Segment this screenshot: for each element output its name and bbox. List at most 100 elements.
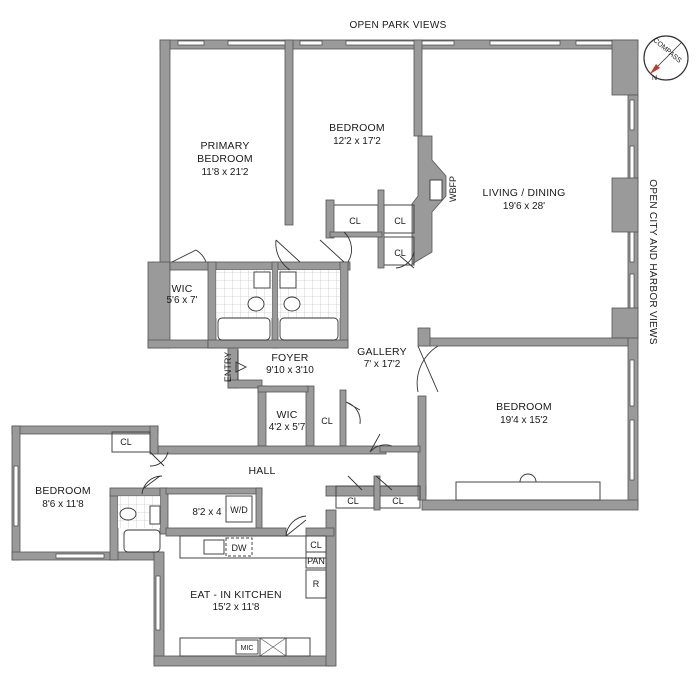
wall-kitchen-top — [305, 527, 335, 537]
wall-bath4-top — [109, 487, 167, 497]
wall-closet — [329, 231, 383, 238]
window — [629, 145, 635, 181]
wall-bed4-top — [11, 425, 159, 435]
closet-label: CL — [310, 540, 322, 550]
wall-laundry-top — [165, 487, 263, 495]
bedroom3-window-seat — [455, 473, 601, 501]
dishwasher-label: DW — [232, 543, 247, 553]
stove-burners — [259, 637, 287, 657]
sink-icon — [279, 271, 297, 289]
window — [629, 273, 635, 309]
wic-primary-dims: 5'6 x 7' — [166, 295, 197, 306]
dishwasher-box — [225, 537, 253, 557]
door-swing — [345, 401, 361, 425]
entry-label: ENTRY — [223, 352, 233, 382]
door-swing — [416, 345, 439, 393]
window — [227, 40, 289, 46]
wall-laundry-right — [255, 487, 263, 533]
wall-hall-closet-div — [373, 475, 381, 511]
window — [629, 359, 635, 407]
window — [299, 40, 323, 46]
closet-label: CL — [394, 248, 406, 258]
foyer-dims: 9'10 x 3'10 — [266, 365, 314, 376]
closet-label: CL — [347, 496, 359, 506]
wall-pier — [611, 307, 639, 339]
closet-label: CL — [349, 216, 361, 226]
view-label-right: OPEN CITY AND HARBOR VIEWS — [647, 179, 658, 344]
kitchen-counter — [179, 535, 327, 559]
bedroom3-name: BEDROOM — [496, 401, 552, 413]
window-seat — [455, 481, 601, 501]
door-swing — [141, 475, 163, 495]
wall-living-bed3 — [421, 337, 629, 347]
microwave-label: MIC — [241, 645, 254, 652]
primary-bedroom-dims: 11'8 x 21'2 — [201, 167, 248, 178]
door-swing — [275, 239, 301, 271]
wall-hall-top-right — [379, 445, 421, 453]
wall-wic2-top — [257, 385, 309, 393]
wall-corner-ne — [611, 39, 639, 96]
wall-bed4-closet — [149, 425, 159, 455]
toilet-icon — [247, 296, 265, 312]
closet-outline — [111, 431, 151, 453]
appliance-labels: PAN R DW MIC — [232, 543, 325, 652]
fireplace-chimney — [411, 135, 447, 265]
kitchen-dims: 15'2 x 11'8 — [212, 602, 259, 613]
primary-bathrooms — [216, 270, 340, 341]
bedroom2-dims: 12'2 x 17'2 — [333, 136, 381, 147]
foyer-name: FOYER — [271, 352, 308, 364]
wall-laundry-bottom — [165, 527, 287, 537]
bathtub-icon — [123, 529, 161, 553]
window — [575, 40, 613, 46]
compass: COMPASS N — [643, 35, 689, 82]
wall-bath-divider — [271, 261, 279, 349]
wall-left-primary — [159, 39, 171, 271]
exterior-walls — [11, 39, 639, 667]
sink-icon — [149, 505, 161, 525]
wall-bed4-right — [109, 493, 119, 561]
washer-dryer-label: W/D — [230, 505, 248, 515]
interior-walls — [109, 39, 629, 561]
window — [629, 419, 635, 481]
view-label-top: OPEN PARK VIEWS — [349, 20, 446, 31]
door-swing — [319, 231, 352, 263]
bedroom4-dims: 8'6 x 11'8 — [42, 499, 84, 510]
wall-wic2-left — [257, 385, 267, 447]
living-dining-name: LIVING / DINING — [483, 187, 566, 199]
microwave-box — [235, 639, 259, 655]
wall-foyer-low — [227, 379, 263, 389]
compass-needle-icon — [650, 64, 660, 74]
pantry-label: PAN — [307, 556, 325, 566]
kitchen-counter-bottom — [179, 637, 311, 657]
primary-bedroom-name-1: PRIMARY — [200, 140, 249, 152]
wall-bath4-right — [159, 487, 169, 535]
laundry-dims: 8'2 x 4 — [192, 507, 222, 518]
wall-wic-bath — [207, 261, 217, 349]
wbfp-label: WBFP — [448, 176, 458, 202]
gallery-dims: 7' x 17'2 — [364, 359, 401, 370]
refrigerator-label: R — [313, 579, 320, 589]
door-swing — [395, 251, 415, 269]
bedroom4-bathroom — [118, 496, 161, 553]
window — [13, 465, 19, 527]
window — [629, 231, 635, 263]
sink-icon — [253, 271, 271, 289]
wic-foyer-name: WIC — [276, 409, 297, 421]
wall-hall-top — [157, 445, 387, 455]
living-dining-dims: 19'6 x 28' — [503, 201, 545, 212]
room-labels: PRIMARY BEDROOM 11'8 x 21'2 BEDROOM 12'2… — [35, 122, 565, 613]
bedroom4-name: BEDROOM — [35, 485, 91, 497]
closet-labels: CL CL CL CL CL CL CL CL — [120, 216, 406, 550]
window — [55, 553, 105, 559]
door-swing — [149, 451, 169, 467]
closet-label: CL — [392, 496, 404, 506]
fireplace-hearth — [429, 179, 443, 201]
closet-label: CL — [120, 437, 132, 447]
compass-north: N — [652, 75, 657, 82]
wall-closet — [325, 199, 335, 239]
bedroom3-dims: 19'4 x 15'2 — [500, 415, 548, 426]
closet-label: CL — [394, 216, 406, 226]
kitchen-fixtures — [179, 495, 327, 657]
wall-cl-right — [339, 389, 347, 447]
closet-label: CL — [321, 416, 333, 426]
